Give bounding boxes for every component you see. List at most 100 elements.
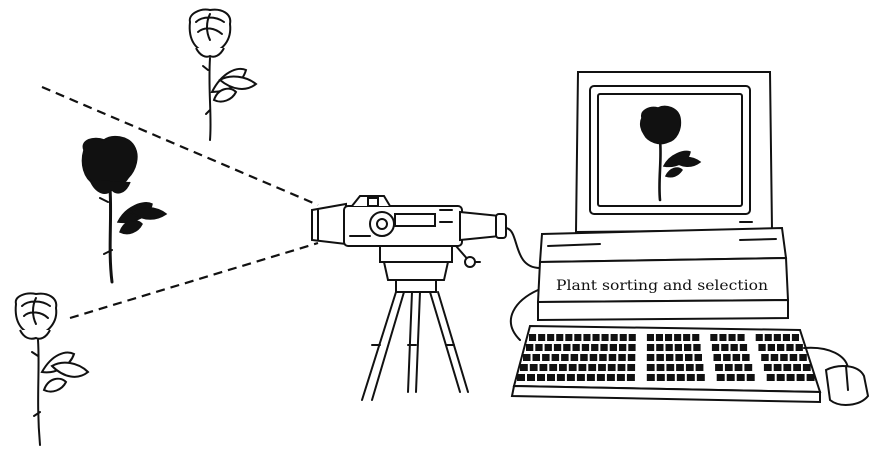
keyboard-key [676,364,684,371]
keyboard-key [657,364,665,371]
keyboard-key [792,334,799,341]
keyboard-key [747,374,755,381]
keyboard-key [582,344,589,351]
keyboard-key [777,344,784,351]
keyboard-key [666,364,674,371]
keyboard-key [796,344,803,351]
keyboard-key [797,374,805,381]
keyboard-key [667,374,675,381]
keyboard-key [602,334,609,341]
keyboard-key [557,374,565,381]
keyboard-key [529,334,536,341]
keyboard-key [590,354,598,361]
keyboard-key [771,354,779,361]
camera-field-of-view [42,87,318,318]
keyboard-key [790,354,798,361]
keyboard-key [684,344,691,351]
keyboard-key [598,364,606,371]
keyboard-key [712,344,719,351]
keyboard-key [523,354,531,361]
keyboard-key [767,374,775,381]
keyboard-key [569,364,577,371]
keyboard-key [611,334,618,341]
keyboard-key [591,344,598,351]
keyboard-key [647,344,654,351]
keyboard-key [607,374,615,381]
keyboard-key [556,334,563,341]
keyboard-key [629,334,636,341]
keyboard-key [774,364,782,371]
keyboard-key [721,344,728,351]
keyboard-key [597,374,605,381]
keyboard-key [574,334,581,341]
keyboard-key [627,364,635,371]
keyboard-key [547,334,554,341]
keyboard-key [542,354,550,361]
keyboard-key [723,354,731,361]
keyboard-key [563,344,570,351]
keyboard-key [549,364,557,371]
keyboard-key [697,374,705,381]
keyboard-key [666,344,673,351]
keyboard-key [737,374,745,381]
keyboard-key [787,374,795,381]
keyboard-key [780,354,788,361]
keyboard-key [619,344,626,351]
keyboard-key [583,334,590,341]
keyboard-key [740,344,747,351]
keyboard-key [517,374,525,381]
keyboard-key [620,334,627,341]
keyboard-key [656,354,664,361]
keyboard-key [677,374,685,381]
keyboard-key [756,334,763,341]
keyboard-key [803,364,811,371]
keyboard-key [577,374,585,381]
tripod [362,246,468,400]
keyboard-key [579,364,587,371]
keyboard-key [725,364,733,371]
keyboard-key [618,364,626,371]
keyboard-key [764,364,772,371]
keyboard-key [799,354,807,361]
keyboard-key [717,374,725,381]
keyboard-key [719,334,726,341]
keyboard-key [666,354,674,361]
keyboard-key [768,344,775,351]
keyboard-key [647,374,655,381]
keyboard-key [761,354,769,361]
keyboard-key [656,334,663,341]
keyboard-key [742,354,750,361]
keyboard-key [552,354,560,361]
keyboard-key [617,374,625,381]
keyboard-key [765,334,772,341]
computer-base-unit: Plant sorting and selection [538,228,788,320]
keyboard-key [608,364,616,371]
keyboard-key [783,334,790,341]
keyboard-key [554,344,561,351]
keyboard-key [573,344,580,351]
keyboard-key [675,354,683,361]
keyboard-key [627,374,635,381]
keyboard-key [535,344,542,351]
keyboard-key [628,354,636,361]
rose-solid-middle [82,137,166,282]
keyboard-key [526,344,533,351]
keyboard-key [530,364,538,371]
keyboard-key [545,344,552,351]
keyboard-key [727,374,735,381]
keyboard-key [527,374,535,381]
keyboard-key [777,374,785,381]
keyboard-key [628,344,635,351]
keyboard-key [647,354,655,361]
keyboard-key [674,334,681,341]
keyboard-key [565,334,572,341]
keyboard-key [599,354,607,361]
keyboard-key [714,354,722,361]
keyboard-key [738,334,745,341]
keyboard-key [744,364,752,371]
keyboard [512,326,820,402]
keyboard-key [657,374,665,381]
keyboard-key [685,354,693,361]
keyboard-key [693,344,700,351]
keyboard-key [571,354,579,361]
